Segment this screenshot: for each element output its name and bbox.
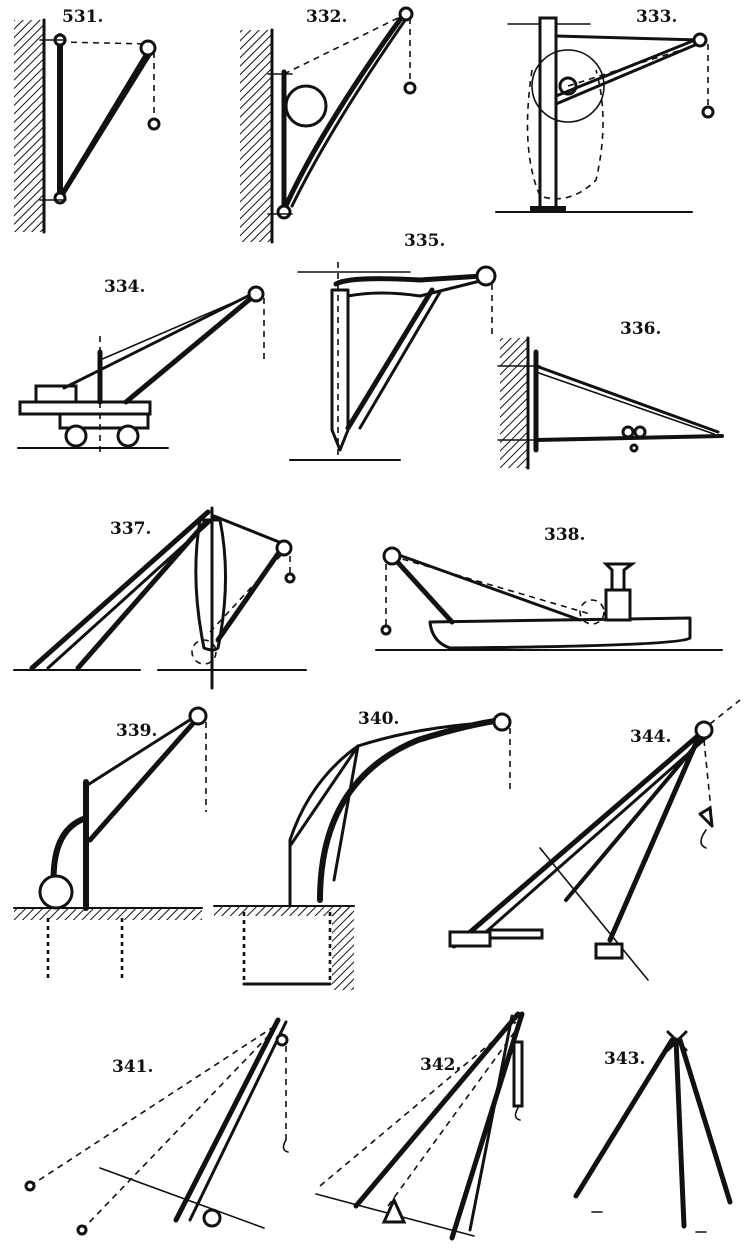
wheel-icon: [116, 424, 140, 448]
figure-label-333: 333.: [636, 7, 677, 27]
figure-label-332: 332.: [306, 7, 347, 27]
figure-337: 337.: [13, 506, 307, 690]
figure-342: 342.: [315, 1011, 525, 1241]
figure-340: 340.: [213, 709, 512, 990]
post: [538, 16, 558, 212]
figure-336: 336.: [497, 319, 724, 470]
figure-338: 338.: [375, 525, 723, 651]
figure-label-336: 336.: [620, 319, 661, 339]
pulley-icon: [247, 285, 265, 303]
figure-label-343: 343.: [604, 1049, 645, 1069]
pulley-icon: [382, 546, 402, 566]
figure-label-342: 342.: [420, 1055, 461, 1075]
wall-hatch: [500, 338, 528, 468]
ground-hatch: [214, 906, 352, 916]
pulley-icon: [475, 265, 497, 287]
figure-label-337: 337.: [110, 519, 151, 539]
figure-label-531: 531.: [62, 7, 103, 27]
figure-344: 344.: [448, 699, 741, 981]
winch-drum-icon: [284, 84, 328, 128]
figure-label-341: 341.: [112, 1057, 153, 1077]
pulley-block: [512, 1040, 524, 1108]
figure-334: 334.: [17, 277, 265, 452]
anchor-bracket-icon: [381, 1196, 407, 1224]
figure-label-339: 339.: [116, 721, 157, 741]
wall-hatch: [14, 20, 44, 232]
figure-label-335: 335.: [404, 231, 445, 251]
figure-531: 531.: [14, 7, 161, 234]
figure-label-340: 340.: [358, 709, 399, 729]
figure-339: 339.: [13, 706, 208, 982]
pulley-icon: [692, 32, 708, 48]
pulley-icon: [188, 706, 208, 726]
wall-hatch: [240, 30, 272, 242]
pulley-icon: [139, 39, 157, 57]
anchor-icon: [76, 1224, 88, 1236]
winch-icon: [202, 1208, 222, 1228]
roller-icon: [448, 930, 492, 948]
figure-332: 332.: [240, 6, 417, 244]
pulley-icon: [492, 712, 512, 732]
hook-weight-icon: [284, 572, 296, 584]
figure-335: 335.: [289, 231, 497, 461]
engine-stack: [604, 588, 632, 622]
anchor-icon: [24, 1180, 36, 1192]
figure-label-334: 334.: [104, 277, 145, 297]
hook-weight-icon: [147, 117, 161, 131]
figure-333: 333.: [495, 7, 715, 213]
figure-343: 343.: [573, 1030, 733, 1233]
figure-label-344: 344.: [630, 727, 671, 747]
hook-weight-icon: [701, 105, 715, 119]
hook-weight-icon: [403, 81, 417, 95]
ground-hatch: [14, 908, 202, 920]
pulley-icon: [694, 720, 714, 740]
pulley-icon: [398, 6, 414, 22]
pulley-icon: [275, 539, 293, 557]
wheel-icon: [64, 424, 88, 448]
figure-341: 341.: [24, 1017, 289, 1236]
figure-label-338: 338.: [544, 525, 585, 545]
counterweight-icon: [38, 874, 74, 910]
hook-weight-icon: [380, 624, 392, 636]
carriage-platform: [18, 400, 152, 416]
